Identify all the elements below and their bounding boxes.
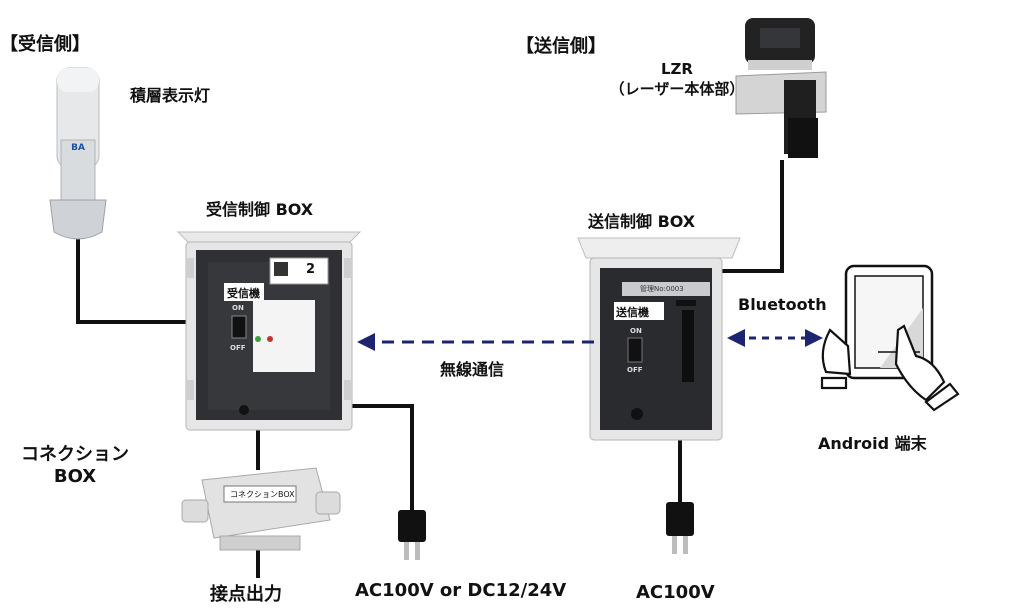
- sender-power-plug-icon: [666, 502, 694, 554]
- sender-control-box: [577, 237, 741, 441]
- sender-control-box-label: 送信制御 BOX: [588, 212, 696, 231]
- connection-box-label: コネクション BOX: [10, 440, 140, 487]
- cables: [76, 160, 784, 578]
- stack-light-label: 積層表示灯: [130, 86, 211, 105]
- sender-panel-off: OFF: [627, 366, 643, 374]
- sender-power-label: AC100V: [636, 582, 715, 603]
- connection-box-label-line2: BOX: [53, 466, 97, 487]
- cable-receiver-power: [348, 404, 414, 512]
- cable-stacklight-to-box: [76, 238, 196, 324]
- receiver-panel-off: OFF: [230, 344, 246, 352]
- stack-light-icon: BA: [49, 67, 107, 240]
- contact-output-label: 接点出力: [210, 584, 282, 605]
- sender-panel-title: 送信機: [616, 306, 649, 319]
- sender-side-label: 【送信側】: [516, 36, 606, 57]
- receiver-control-box: [176, 231, 362, 431]
- receiver-power-plug-icon: [398, 510, 426, 560]
- lzr-label-line1: LZR: [661, 60, 693, 78]
- receiver-control-box-label: 受信制御 BOX: [206, 200, 314, 219]
- receiver-panel-on: ON: [232, 304, 244, 312]
- receiver-power-label: AC100V or DC12/24V: [355, 580, 567, 601]
- bluetooth-label: Bluetooth: [738, 295, 827, 314]
- connection-box-label-line1: コネクション: [21, 444, 129, 465]
- receiver-side-label: 【受信側】: [0, 34, 90, 55]
- connection-box-sticker: コネクションBOX: [230, 490, 295, 499]
- lzr-label: LZR （レーザー本体部）: [582, 60, 772, 99]
- lzr-laser-unit-icon: [735, 18, 827, 158]
- cable-lzr-to-sender: [722, 160, 784, 273]
- hand-icon: [820, 324, 960, 412]
- receiver-panel-title: 受信機: [227, 287, 260, 300]
- android-device-label: Android 端末: [818, 434, 927, 453]
- svg-text:BA: BA: [71, 143, 85, 153]
- sender-panel-tag: 管理No:0003: [640, 285, 684, 293]
- wireless-label: 無線通信: [440, 360, 505, 379]
- lzr-label-line2: （レーザー本体部）: [609, 80, 745, 98]
- receiver-panel-tag-number: 2: [306, 262, 316, 277]
- sender-panel-on: ON: [630, 327, 642, 335]
- connection-box: [181, 467, 341, 551]
